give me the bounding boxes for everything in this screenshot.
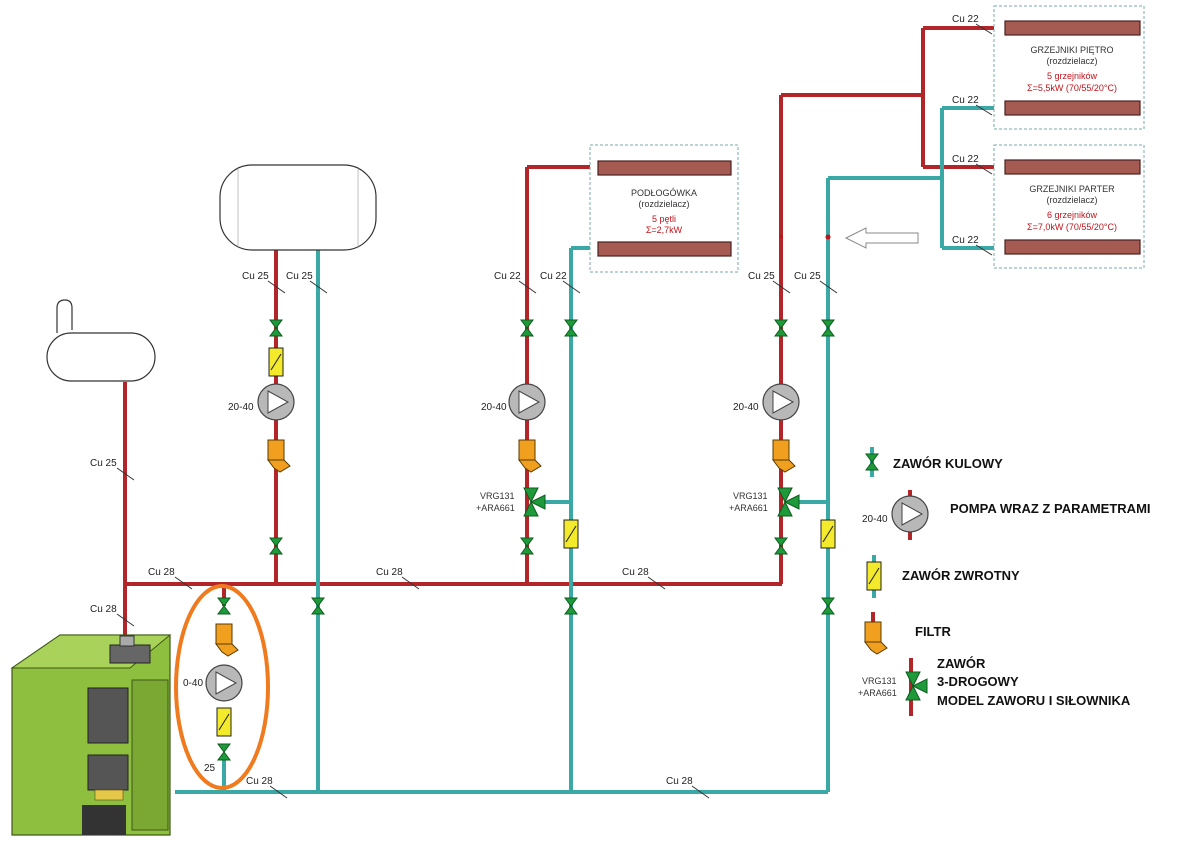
underfloor-power: Σ=2,7kW bbox=[646, 225, 683, 235]
pump-param: 20-40 bbox=[228, 402, 254, 413]
pipe-label: Cu 22 bbox=[494, 271, 521, 282]
sensor-dot bbox=[779, 235, 783, 239]
underfloor-loops: 5 pętli bbox=[652, 214, 676, 224]
legend-ball-valve: ZAWÓR KULOWY bbox=[893, 456, 1003, 471]
pipe-label: Cu 28 bbox=[666, 776, 693, 787]
sensor-dot bbox=[825, 234, 831, 240]
buffer-tank-icon bbox=[219, 164, 377, 251]
valve-model-labels: VRG131 +ARA661 VRG131 +ARA661 bbox=[476, 491, 768, 513]
pipe-label: Cu 22 bbox=[540, 271, 567, 282]
pump-icon bbox=[762, 383, 800, 421]
filter-icon bbox=[215, 623, 239, 657]
filter-icon bbox=[518, 439, 542, 473]
buffer-branch-components bbox=[257, 319, 325, 615]
highlight-ring bbox=[174, 584, 270, 790]
pipe-label: Cu 22 bbox=[952, 95, 979, 106]
check-valve-icon bbox=[268, 347, 284, 377]
underfloor-title: PODŁOGÓWKA bbox=[631, 188, 697, 198]
groundfloor-subtitle: (rozdzielacz) bbox=[1046, 195, 1097, 205]
upstairs-power: Σ=5,5kW (70/55/20°C) bbox=[1027, 83, 1117, 93]
check-valve-icon bbox=[563, 519, 579, 549]
pipe-label: Cu 22 bbox=[952, 235, 979, 246]
ball-valve-icon bbox=[311, 597, 325, 615]
legend-three-way-2: 3-DROGOWY bbox=[937, 674, 1019, 689]
pump-icon bbox=[205, 664, 243, 702]
legend-filter: FILTR bbox=[915, 624, 951, 639]
pump-param: 0-40 bbox=[183, 678, 203, 689]
pump-param: 20-40 bbox=[481, 402, 507, 413]
ball-valve-icon bbox=[564, 319, 578, 337]
ball-valve-icon bbox=[217, 743, 231, 761]
ball-valve-icon bbox=[774, 319, 788, 337]
upstairs-title: GRZEJNIKI PIĘTRO bbox=[1030, 45, 1113, 55]
pump-icon bbox=[891, 495, 929, 533]
pump-icon bbox=[257, 383, 295, 421]
check-valve-icon bbox=[216, 707, 232, 737]
ball-valve-icon bbox=[564, 597, 578, 615]
groundfloor-power: Σ=7,0kW (70/55/20°C) bbox=[1027, 222, 1117, 232]
ball-valve-icon bbox=[269, 537, 283, 555]
valve-model-line2: +ARA661 bbox=[476, 503, 515, 513]
pump-icon bbox=[508, 383, 546, 421]
legend: ZAWÓR KULOWY 20-40 POMPA WRAZ Z PARAMETR… bbox=[858, 447, 1151, 716]
legend-pump-param: 20-40 bbox=[862, 514, 888, 525]
check-valve-icon bbox=[866, 561, 882, 591]
upstairs-manifold: GRZEJNIKI PIĘTRO (rozdzielacz) 5 grzejni… bbox=[993, 5, 1145, 130]
pipe-label: Cu 25 bbox=[90, 458, 117, 469]
pipe-label: Cu 25 bbox=[286, 271, 313, 282]
check-valve-icon bbox=[820, 519, 836, 549]
filter-icon bbox=[864, 621, 888, 655]
pipe-label: Cu 22 bbox=[952, 14, 979, 25]
valve-model-line1: VRG131 bbox=[733, 491, 768, 501]
legend-valve-model-line1: VRG131 bbox=[862, 676, 897, 686]
ball-valve-icon bbox=[821, 597, 835, 615]
boiler-icon bbox=[10, 634, 172, 836]
pipe-label: 25 bbox=[204, 763, 216, 774]
pipe-label: Cu 28 bbox=[246, 776, 273, 787]
valve-model-line1: VRG131 bbox=[480, 491, 515, 501]
underfloor-subtitle: (rozdzielacz) bbox=[638, 199, 689, 209]
ball-valve-icon bbox=[520, 537, 534, 555]
pipe-label: Cu 25 bbox=[748, 271, 775, 282]
radiator-branch-components bbox=[762, 319, 836, 615]
upstairs-count: 5 grzejników bbox=[1047, 71, 1098, 81]
pipe-label: Cu 22 bbox=[952, 154, 979, 165]
legend-valve-model-line2: +ARA661 bbox=[858, 688, 897, 698]
pipe-label: Cu 25 bbox=[794, 271, 821, 282]
legend-three-way-3: MODEL ZAWORU I SIŁOWNIKA bbox=[937, 693, 1131, 708]
pump-param: 20-40 bbox=[733, 402, 759, 413]
ball-valve-icon bbox=[774, 537, 788, 555]
ball-valve-icon bbox=[217, 597, 231, 615]
groundfloor-title: GRZEJNIKI PARTER bbox=[1029, 184, 1115, 194]
pipe-labels: Cu 25 Cu 25 Cu 22 Cu 22 Cu 25 Cu 25 Cu 2… bbox=[90, 14, 993, 799]
pipe-label: Cu 28 bbox=[376, 567, 403, 578]
groundfloor-manifold: GRZEJNIKI PARTER (rozdzielacz) 6 grzejni… bbox=[993, 144, 1145, 269]
pipe-label: Cu 25 bbox=[242, 271, 269, 282]
legend-pump: POMPA WRAZ Z PARAMETRAMI bbox=[950, 501, 1151, 516]
legend-check-valve: ZAWÓR ZWROTNY bbox=[902, 568, 1020, 583]
pipe-label: Cu 28 bbox=[148, 567, 175, 578]
water-heater-tank-icon bbox=[46, 299, 156, 382]
filter-icon bbox=[772, 439, 796, 473]
flow-arrow-icon bbox=[844, 227, 919, 249]
underfloor-branch-components bbox=[508, 319, 579, 615]
pump-labels: 20-40 20-40 20-40 0-40 bbox=[183, 402, 759, 689]
legend-three-way-1: ZAWÓR bbox=[937, 656, 986, 671]
ball-valve-icon bbox=[821, 319, 835, 337]
upstairs-subtitle: (rozdzielacz) bbox=[1046, 56, 1097, 66]
pipe-label: Cu 28 bbox=[622, 567, 649, 578]
filter-icon bbox=[267, 439, 291, 473]
ball-valve-icon bbox=[520, 319, 534, 337]
ball-valve-icon bbox=[865, 453, 879, 471]
ball-valve-icon bbox=[269, 319, 283, 337]
pipe-label: Cu 28 bbox=[90, 604, 117, 615]
boiler-circuit-components bbox=[205, 597, 243, 761]
groundfloor-count: 6 grzejników bbox=[1047, 210, 1098, 220]
valve-model-line2: +ARA661 bbox=[729, 503, 768, 513]
underfloor-manifold: PODŁOGÓWKA (rozdzielacz) 5 pętli Σ=2,7kW bbox=[589, 144, 739, 273]
